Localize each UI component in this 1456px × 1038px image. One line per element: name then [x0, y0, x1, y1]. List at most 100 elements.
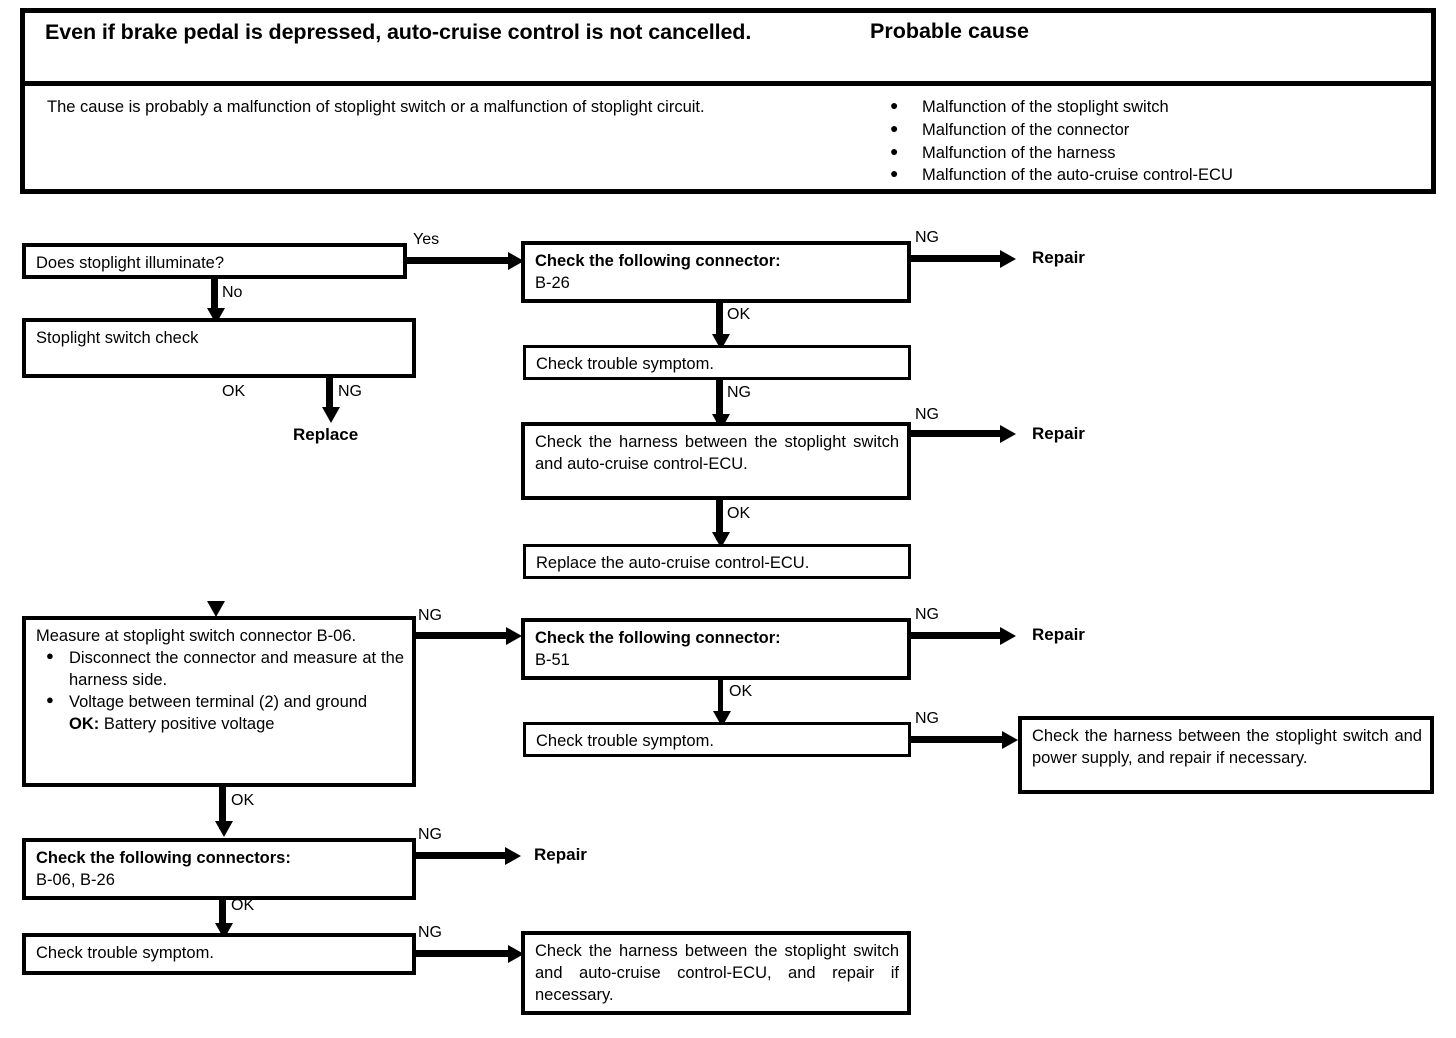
edge-ng-measure-line [414, 632, 510, 639]
cause-item-label: Malfunction of the stoplight switch [922, 98, 1169, 116]
edge-label-ng-sym3: NG [418, 924, 442, 941]
edge-label-ok-connectors: OK [231, 897, 255, 914]
box-connector-value: B-51 [535, 650, 570, 669]
box-does-stoplight-illuminate[interactable]: Does stoplight illuminate? [22, 243, 407, 279]
probable-cause-title: Probable cause [870, 19, 1029, 43]
probable-cause-list: ● Malfunction of the stoplight switch ● … [880, 96, 1420, 187]
box-label: Check trouble symptom. [536, 355, 714, 373]
cause-item-label: Malfunction of the harness [922, 143, 1116, 162]
box-label: Check the harness between the stoplight … [1032, 727, 1422, 767]
header-panel: Even if brake pedal is depressed, auto-c… [20, 8, 1436, 194]
bullet-icon: ● [890, 97, 899, 113]
box-check-trouble-symptom-3[interactable]: Check trouble symptom. [22, 933, 416, 975]
box-replace-auto-cruise-ecu[interactable]: Replace the auto-cruise control-ECU. [523, 544, 911, 579]
edge-ok-connectors-line [219, 900, 226, 930]
box-check-connector-b26[interactable]: Check the following connector: B-26 [521, 241, 911, 303]
box-connector-value: B-06, B-26 [36, 870, 115, 889]
edge-label-ok-1: OK [222, 383, 246, 400]
terminal-repair-1: Repair [1032, 248, 1085, 267]
edge-label-ng-sym1: NG [727, 384, 751, 401]
edge-ng-harness-line [909, 430, 1004, 437]
edge-ok-b51-line [718, 680, 723, 718]
edge-ng-b26-line [909, 255, 1004, 262]
edge-ng-sym3-line [414, 950, 512, 957]
measure-bullet-item: ● Voltage between terminal (2) and groun… [36, 692, 404, 714]
box-check-connector-b51[interactable]: Check the following connector: B-51 [521, 618, 911, 680]
symptom-description: The cause is probably a malfunction of s… [47, 98, 705, 116]
edge-label-yes: Yes [413, 231, 440, 248]
box-measure-stoplight-switch-connector[interactable]: Measure at stoplight switch connector B-… [22, 616, 416, 787]
edge-ng1-arrowhead [322, 407, 340, 423]
edge-yes-arrowhead [508, 252, 524, 270]
edge-ng-b51-line [909, 632, 1004, 639]
box-label: Check the harness between the stoplight … [535, 942, 899, 1004]
terminal-repair-3: Repair [1032, 625, 1085, 644]
terminal-replace: Replace [293, 425, 359, 444]
edge-ng-sym2-line [909, 736, 1004, 743]
edge-label-ng-1: NG [338, 383, 362, 400]
measure-bullet-label: Disconnect the connector and measure at … [69, 648, 404, 689]
edge-label-ok-measure: OK [231, 792, 255, 809]
cause-item: ● Malfunction of the stoplight switch [880, 96, 1420, 119]
bullet-icon: ● [46, 691, 54, 707]
box-check-trouble-symptom-2[interactable]: Check trouble symptom. [523, 722, 911, 757]
box-check-harness-stoplight-ecu[interactable]: Check the harness between the stoplight … [521, 422, 911, 500]
cause-item: ● Malfunction of the harness [880, 142, 1420, 165]
box-label: Check trouble symptom. [36, 944, 214, 962]
box-label: Does stoplight illuminate? [36, 254, 225, 272]
edge-ng-b51-arrowhead [1000, 627, 1016, 645]
measure-ok-label: OK: [69, 714, 100, 733]
edge-yes-line [405, 257, 510, 264]
box-title: Check the following connectors: [36, 849, 291, 867]
symptom-title: Even if brake pedal is depressed, auto-c… [45, 20, 752, 44]
bullet-icon: ● [890, 119, 899, 136]
edge-ng-sym3-arrowhead [508, 945, 524, 963]
box-label: Stoplight switch check [36, 329, 199, 347]
box-check-harness-power-supply[interactable]: Check the harness between the stoplight … [1018, 716, 1434, 794]
box-label: Check the harness between the stoplight … [535, 433, 899, 473]
measure-bullet-item: ● Disconnect the connector and measure a… [36, 648, 404, 692]
edge-ng-b26-arrowhead [1000, 250, 1016, 268]
bullet-icon: ● [46, 647, 54, 663]
edge-label-ng-b51: NG [915, 606, 939, 623]
edge-ok-harness-line [716, 500, 723, 540]
header-title-row: Even if brake pedal is depressed, auto-c… [25, 13, 1431, 86]
edge-label-ng-sym2: NG [915, 710, 939, 727]
edge-label-ok-harness: OK [727, 505, 751, 522]
edge-label-ng-measure: NG [418, 607, 442, 624]
bullet-icon: ● [890, 165, 899, 182]
box-connector-value: B-26 [535, 273, 570, 292]
cause-item-label: Malfunction of the auto-cruise control-E… [922, 166, 1233, 185]
box-check-harness-ecu-repair[interactable]: Check the harness between the stoplight … [521, 931, 911, 1015]
terminal-repair-4: Repair [534, 845, 587, 864]
box-stoplight-switch-check[interactable]: Stoplight switch check [22, 318, 416, 378]
box-label: Replace the auto-cruise control-ECU. [536, 554, 810, 572]
edge-ng-connectors-line [414, 852, 507, 859]
edge-ok-measure-line [219, 787, 226, 829]
cause-item: ● Malfunction of the connector [880, 119, 1420, 142]
measure-ok-criterion: OK: Battery positive voltage [36, 714, 404, 736]
box-check-connectors-b06-b26[interactable]: Check the following connectors: B-06, B-… [22, 838, 416, 900]
box-title: Measure at stoplight switch connector B-… [36, 627, 357, 645]
edge-label-ng-harness: NG [915, 406, 939, 423]
edge-ng-sym1-line [716, 380, 723, 422]
edge-ok-measure-arrowhead [215, 821, 233, 837]
edge-ng-harness-arrowhead [1000, 425, 1016, 443]
bullet-icon: ● [890, 142, 899, 159]
edge-ng-measure-arrowhead [506, 627, 522, 645]
edge-ok1-arrowhead [207, 601, 225, 617]
edge-no-line [211, 279, 218, 312]
edge-label-ok-b51: OK [729, 683, 753, 700]
measure-ok-value: Battery positive voltage [103, 714, 275, 733]
measure-bullet-label: Voltage between terminal (2) and ground [69, 692, 368, 711]
edge-label-ng-b26: NG [915, 229, 939, 246]
edge-label-ng-connectors: NG [418, 826, 442, 843]
box-title: Check the following connector: [535, 252, 781, 270]
box-title: Check the following connector: [535, 629, 781, 647]
terminal-repair-2: Repair [1032, 424, 1085, 443]
box-check-trouble-symptom-1[interactable]: Check trouble symptom. [523, 345, 911, 380]
edge-ok-b26-line [716, 303, 723, 341]
cause-item-label: Malfunction of the connector [922, 120, 1130, 139]
measure-bullet-list: ● Disconnect the connector and measure a… [36, 648, 404, 714]
